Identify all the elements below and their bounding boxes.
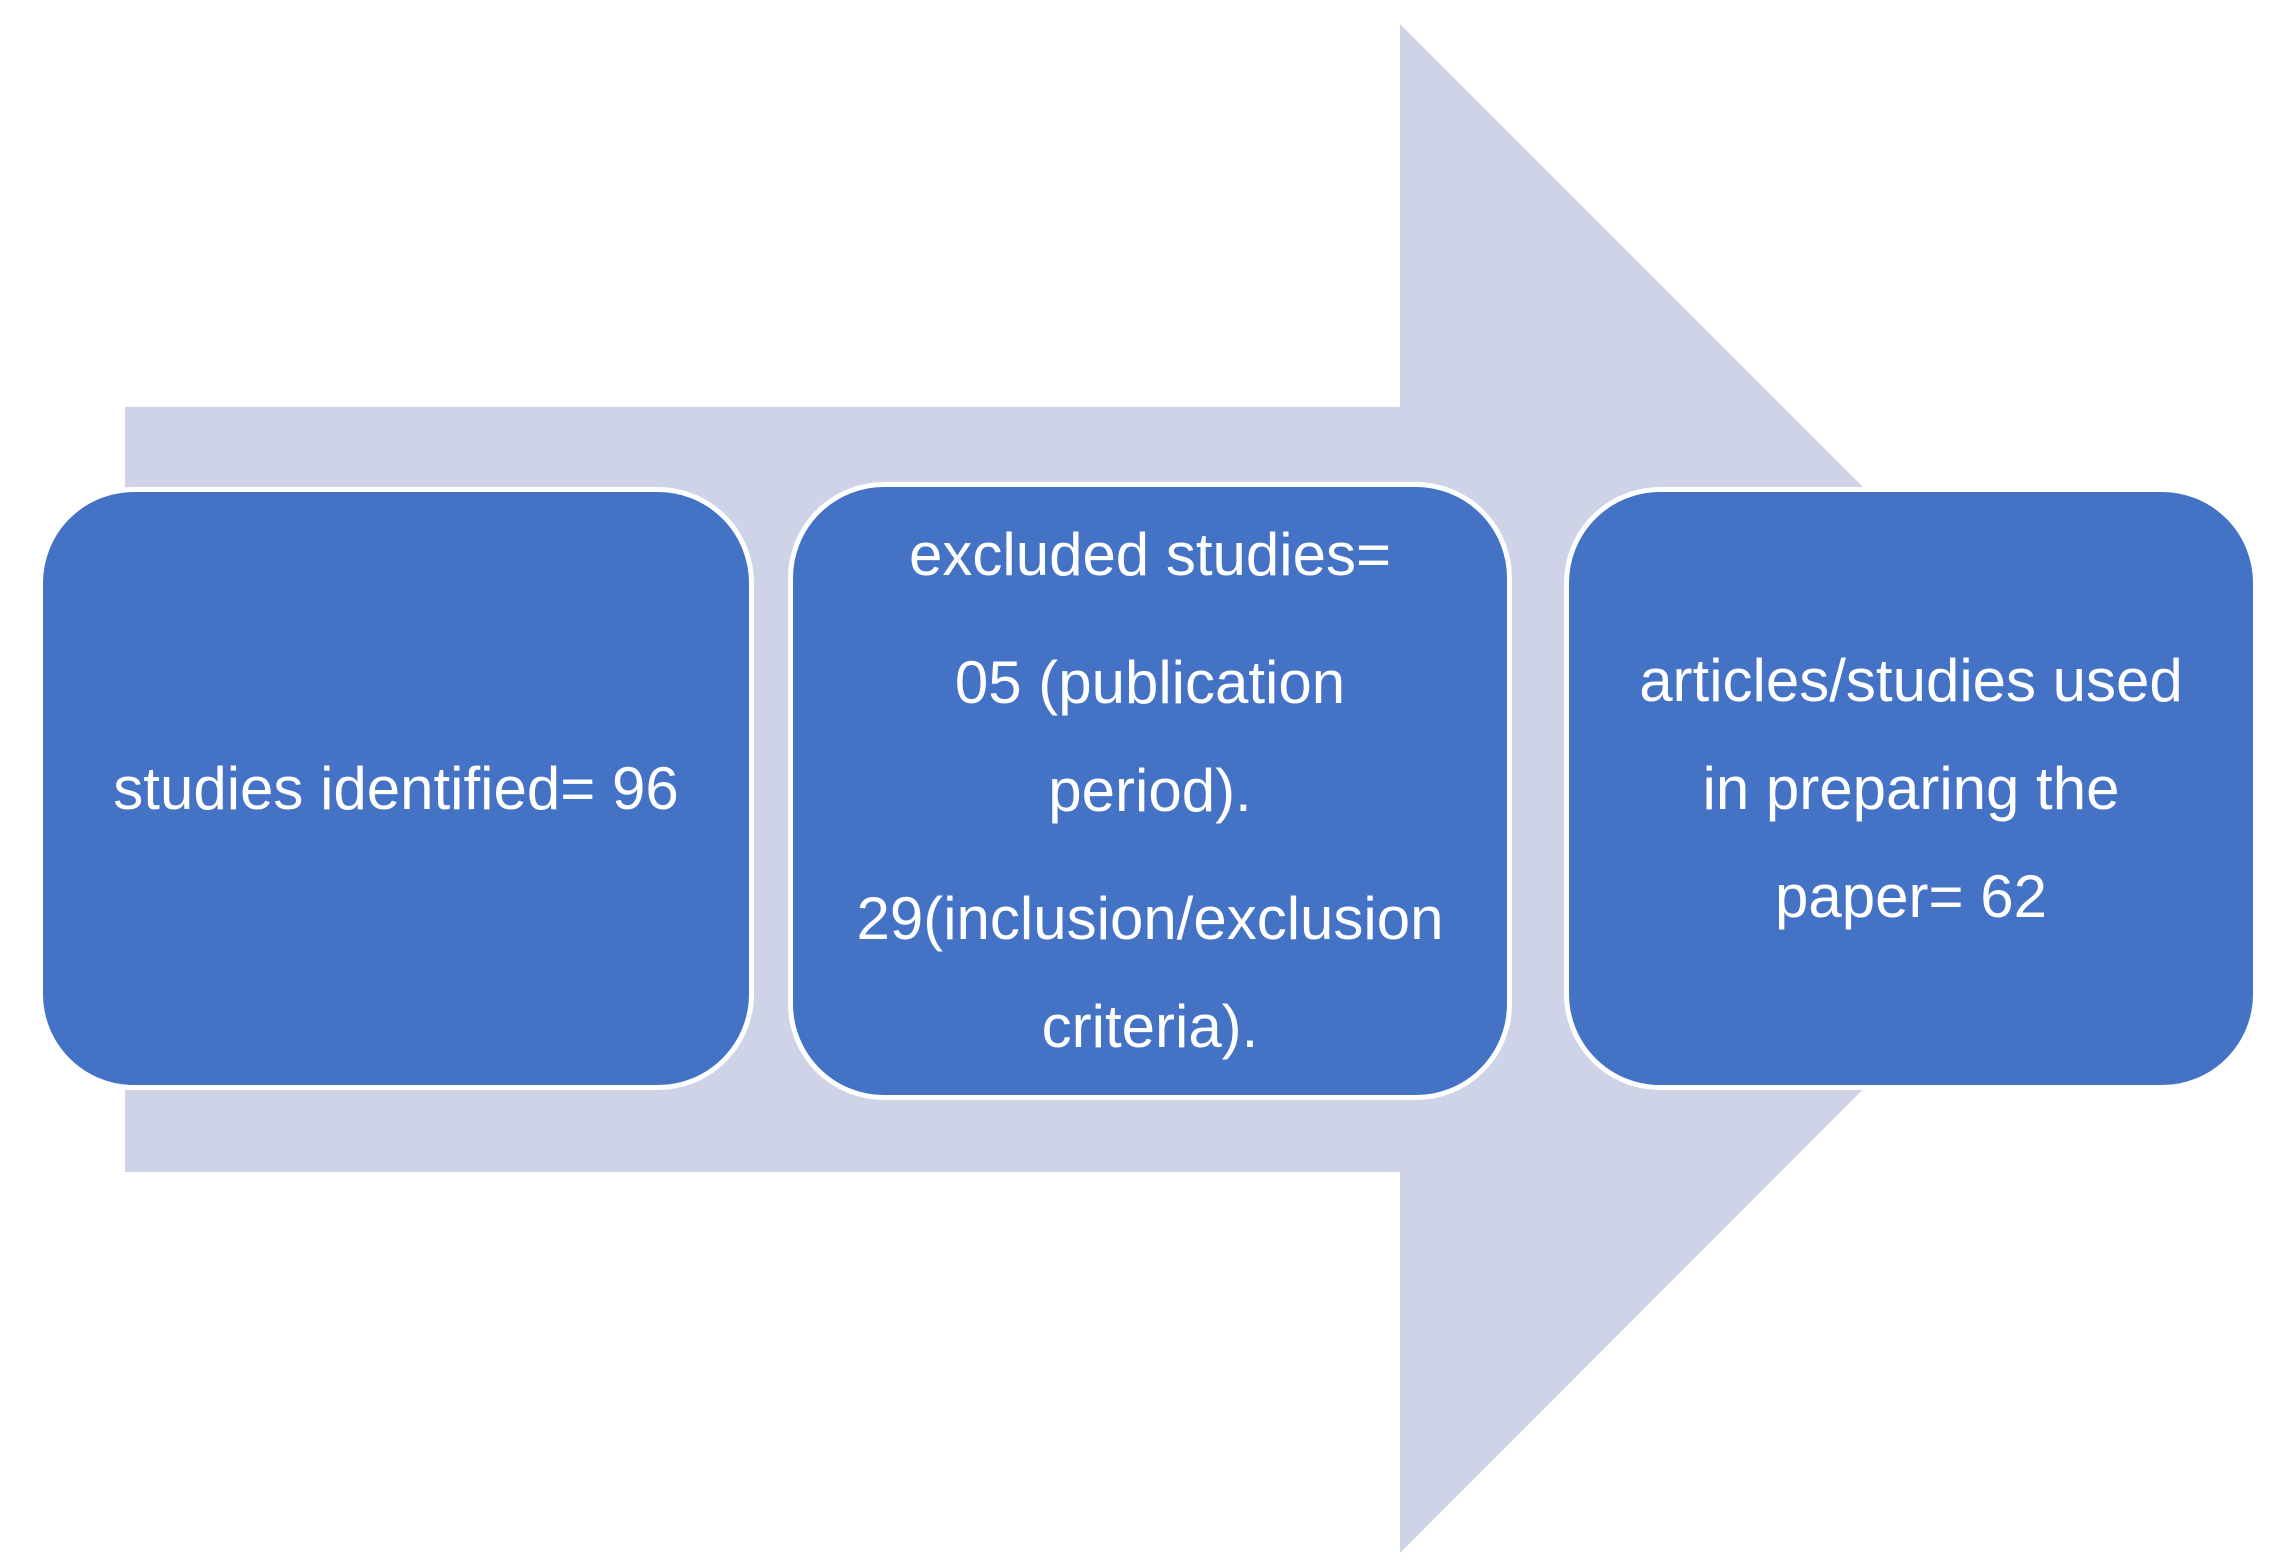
process-step-3: articles/studies used in preparing the p…	[1564, 487, 2258, 1090]
process-step-3-text: articles/studies used in preparing the p…	[1639, 646, 2183, 930]
process-step-2-text-line-1: excluded studies=	[909, 521, 1391, 588]
process-step-1-text: studies identified= 96	[113, 754, 679, 822]
process-step-2: excluded studies= 05 (publication period…	[788, 482, 1512, 1100]
process-step-2-text-line-2: 05 (publication period).	[954, 649, 1346, 824]
process-step-2-text-line-3: 29(inclusion/exclusion criteria).	[856, 885, 1444, 1060]
process-step-1: studies identified= 96	[38, 487, 754, 1090]
